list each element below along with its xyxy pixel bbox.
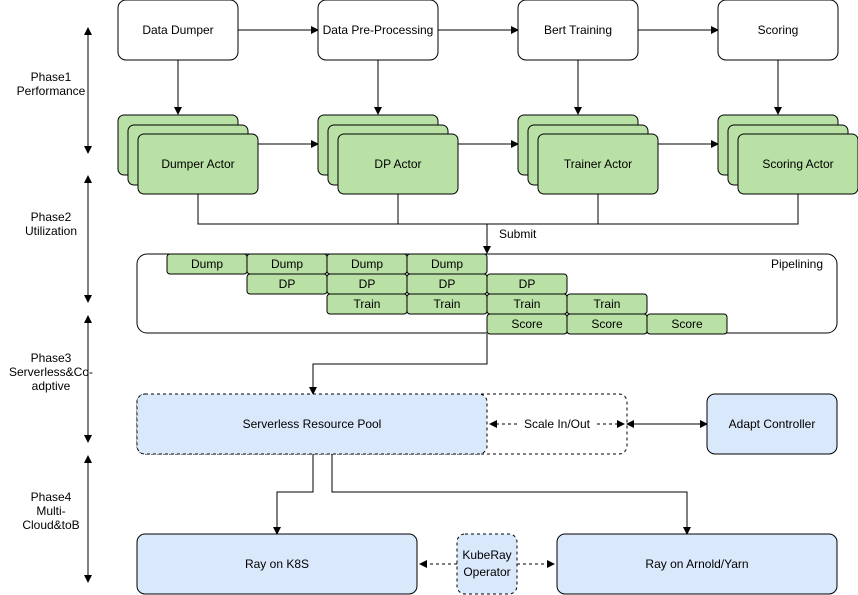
- pipelining-label: Pipelining: [771, 257, 823, 271]
- scale-label: Scale In/Out: [524, 417, 591, 431]
- resource-layer: Serverless Resource Pool Scale In/Out Adap…: [136, 393, 838, 595]
- phase-label: Phase4: [31, 490, 72, 504]
- pipeline-task-label: Score: [511, 317, 543, 331]
- pipeline-task-label: Train: [594, 297, 621, 311]
- stage-row: Data Dumper Data Pre-Processing Bert Train…: [117, 0, 839, 61]
- pipeline-task-cell: [646, 313, 728, 335]
- actor-card-front: [537, 133, 659, 195]
- stage-node: Bert Training: [517, 0, 639, 61]
- submit-label: Submit: [499, 227, 537, 241]
- connectors: Submit: [174, 26, 799, 535]
- actor-label: Trainer Actor: [564, 157, 632, 171]
- adapt-controller-label: Adapt Controller: [729, 417, 816, 431]
- pipeline-task-label: DP: [359, 277, 376, 291]
- stage-label: Scoring: [758, 23, 799, 37]
- pipeline-task: Train: [486, 293, 568, 315]
- actor-stack: Scoring Actor: [717, 114, 858, 195]
- pipeline-task-label: Train: [354, 297, 381, 311]
- actor-label: Scoring Actor: [762, 157, 833, 171]
- actor-stack: DP Actor: [317, 114, 459, 195]
- ray-k8s-box: [136, 533, 418, 595]
- actor-row: Dumper Actor DP Actor Trainer Actor Scoring…: [117, 114, 858, 195]
- stage-label: Data Pre-Processing: [323, 23, 434, 37]
- pipeline-task-label: Score: [671, 317, 703, 331]
- actor-stack: Trainer Actor: [517, 114, 659, 195]
- pipeline-task-label: Dump: [351, 257, 383, 271]
- phase-label: Serverless&Co-: [9, 365, 93, 379]
- phase-label: Performance: [17, 84, 86, 98]
- pipeline-task-label: DP: [279, 277, 296, 291]
- pipeline-task-label: DP: [439, 277, 456, 291]
- pipeline-task: DP: [486, 273, 568, 295]
- actor-card-front: [137, 133, 259, 195]
- pipeline-task: Dump: [246, 253, 328, 275]
- pipeline-task: Score: [566, 313, 648, 335]
- actor-label: Dumper Actor: [161, 157, 234, 171]
- stage-label: Data Dumper: [142, 23, 213, 37]
- pipeline-task: Train: [326, 293, 408, 315]
- submit-bus: [197, 194, 799, 225]
- adapt-controller-box: [706, 393, 838, 455]
- pipeline-task: Dump: [406, 253, 488, 275]
- phase-label: Cloud&toB: [22, 518, 79, 532]
- pool-to-k8s-arrow: [273, 454, 314, 535]
- pipeline-task-label: Dump: [191, 257, 223, 271]
- pipeline-task-label: Train: [434, 297, 461, 311]
- serverless-pool-box: [136, 393, 488, 455]
- stage-box: [717, 0, 839, 61]
- actor-card-front: [737, 133, 858, 195]
- pipeline-task-label: Dump: [431, 257, 463, 271]
- pipeline-task: Score: [646, 313, 728, 335]
- pipeline-to-pool-arrow: [309, 334, 488, 395]
- pipeline-task: Train: [406, 293, 488, 315]
- phase-axis: Phase1PerformancePhase2UtilizationPhase3…: [9, 27, 93, 583]
- pipeline-task-label: Train: [514, 297, 541, 311]
- phase-label: Phase2: [31, 210, 72, 224]
- ray-arnold-box: [556, 533, 838, 595]
- phase-label: Phase3: [31, 351, 72, 365]
- pipeline-task: DP: [246, 273, 328, 295]
- pipeline-task: DP: [406, 273, 488, 295]
- stage-node: Data Dumper: [117, 0, 239, 61]
- stage-box: [317, 0, 439, 61]
- pipeline-task: Dump: [326, 253, 408, 275]
- stage-box: [117, 0, 239, 61]
- kuberay-label: KubeRay: [462, 548, 511, 562]
- serverless-pool-label: Serverless Resource Pool: [243, 417, 382, 431]
- phase-label: adptive: [32, 379, 71, 393]
- stage-label: Bert Training: [544, 23, 612, 37]
- kuberay-operator-box: [456, 533, 518, 595]
- pipeline-task: DP: [326, 273, 408, 295]
- pipeline-task-label: DP: [519, 277, 536, 291]
- pipeline-task: Score: [486, 313, 568, 335]
- pipeline-task-label: Score: [591, 317, 623, 331]
- phase-label: Utilization: [25, 224, 77, 238]
- actor-stack: Dumper Actor: [117, 114, 259, 195]
- kuberay-label: Operator: [463, 565, 510, 579]
- stage-node: Scoring: [717, 0, 839, 61]
- pool-to-arnold-arrow: [331, 454, 691, 535]
- phase-label: Phase1: [31, 70, 72, 84]
- actor-card-front: [337, 133, 459, 195]
- pipeline-task-label: Dump: [271, 257, 303, 271]
- actor-label: DP Actor: [374, 157, 421, 171]
- stage-box: [517, 0, 639, 61]
- pipeline-task: Train: [566, 293, 648, 315]
- pipeline-task: Dump: [166, 253, 248, 275]
- phase-label: Multi-: [36, 504, 65, 518]
- stage-node: Data Pre-Processing: [317, 0, 439, 61]
- ray-arnold-label: Ray on Arnold/Yarn: [645, 557, 748, 571]
- ray-k8s-label: Ray on K8S: [245, 557, 309, 571]
